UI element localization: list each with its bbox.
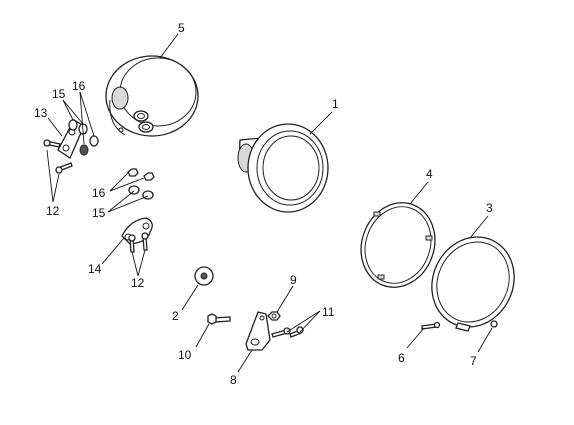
label-part-16-middle: 16 (92, 186, 106, 200)
label-part-12-upper: 12 (46, 204, 60, 218)
lower-screws (128, 232, 149, 253)
label-part-8: 8 (230, 373, 237, 387)
label-part-15-middle: 15 (92, 206, 106, 220)
label-part-6: 6 (398, 351, 405, 365)
label-part-12-lower: 12 (131, 276, 145, 290)
label-part-14: 14 (88, 262, 102, 276)
mounting-plate (121, 217, 153, 245)
label-part-11: 11 (322, 305, 335, 319)
outer-bezel (431, 236, 515, 332)
nut (267, 311, 281, 321)
label-part-7: 7 (470, 354, 477, 368)
upper-screws (43, 139, 73, 174)
bezel-screw (421, 321, 441, 330)
label-part-2: 2 (172, 309, 179, 323)
label-part-13: 13 (34, 106, 48, 120)
bolt (207, 313, 231, 325)
leader-lines (46, 33, 493, 373)
label-part-3: 3 (486, 201, 493, 215)
label-part-1: 1 (332, 97, 339, 111)
small-nut (490, 320, 498, 328)
small-screws (271, 326, 304, 338)
headlamp-unit (237, 123, 329, 213)
label-part-16-upper: 16 (72, 79, 86, 93)
lamp-bracket (245, 311, 271, 351)
label-part-15-upper: 15 (52, 87, 66, 101)
label-part-5: 5 (178, 21, 185, 35)
middle-nuts-washers (127, 168, 155, 200)
label-part-4: 4 (426, 167, 433, 181)
headlamp-shell (105, 55, 199, 137)
label-part-9: 9 (290, 273, 297, 287)
grommet (194, 266, 214, 286)
label-part-10: 10 (178, 348, 192, 362)
inner-rim (360, 202, 436, 288)
callout-labels: 5 1 4 3 15 16 13 12 16 15 14 12 9 2 11 1… (34, 21, 493, 387)
